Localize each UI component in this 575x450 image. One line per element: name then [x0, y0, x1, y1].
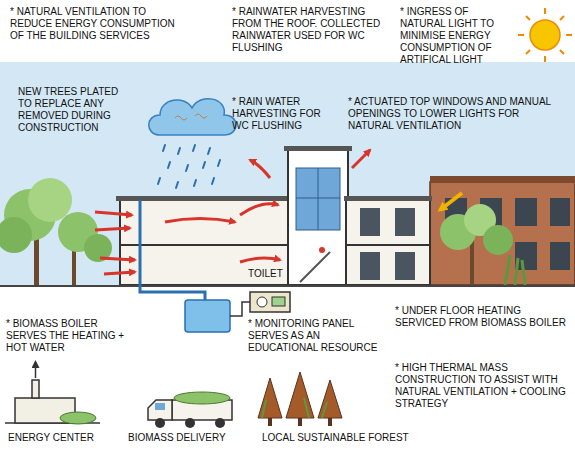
- annotation-text: BIOMASS DELIVERY: [128, 432, 226, 444]
- energy-center: [5, 362, 100, 424]
- trees-right: [440, 204, 525, 285]
- annotation-text: * BIOMASS BOILER SERVES THE HEATING + HO…: [6, 318, 134, 354]
- annotation-text: LOCAL SUSTAINABLE FOREST: [262, 432, 409, 444]
- annotation-text: * ACTUATED TOP WINDOWS AND MANUAL OPENIN…: [348, 96, 553, 132]
- monitoring-panel: [250, 292, 290, 312]
- annotation-text: * MONITORING PANEL SERVES AS AN EDUCATIO…: [248, 318, 386, 354]
- annotation-text: * RAINWATER HARVESTING FROM THE ROOF. CO…: [232, 6, 392, 54]
- sunlight-arrow: [440, 193, 462, 210]
- annotation-text: * INGRESS OF NATURAL LIGHT TO MINIMISE E…: [400, 6, 515, 66]
- trees-left: [0, 178, 112, 285]
- sun: [518, 8, 572, 62]
- brick-building: [430, 176, 575, 285]
- rain-cloud: [149, 99, 236, 188]
- ventilation-arrows: [95, 150, 370, 274]
- forest: [258, 372, 342, 426]
- annotation-text: ENERGY CENTER: [8, 432, 94, 444]
- annotation-text: TOILET: [248, 268, 283, 280]
- biomass-truck: [148, 392, 232, 428]
- school-building: [116, 146, 432, 285]
- annotation-text: * NATURAL VENTILATION TO REDUCE ENERGY C…: [10, 6, 175, 42]
- rainwater-tank: [140, 200, 250, 332]
- annotation-text: * RAIN WATER HARVESTING FOR WC FLUSHING: [232, 96, 340, 132]
- annotation-text: * UNDER FLOOR HEATING SERVICED FROM BIOM…: [395, 305, 570, 329]
- annotation-text: NEW TREES PLATED TO REPLACE ANY REMOVED …: [18, 86, 128, 134]
- annotation-text: * HIGH THERMAL MASS CONSTRUCTION TO ASSI…: [395, 362, 570, 410]
